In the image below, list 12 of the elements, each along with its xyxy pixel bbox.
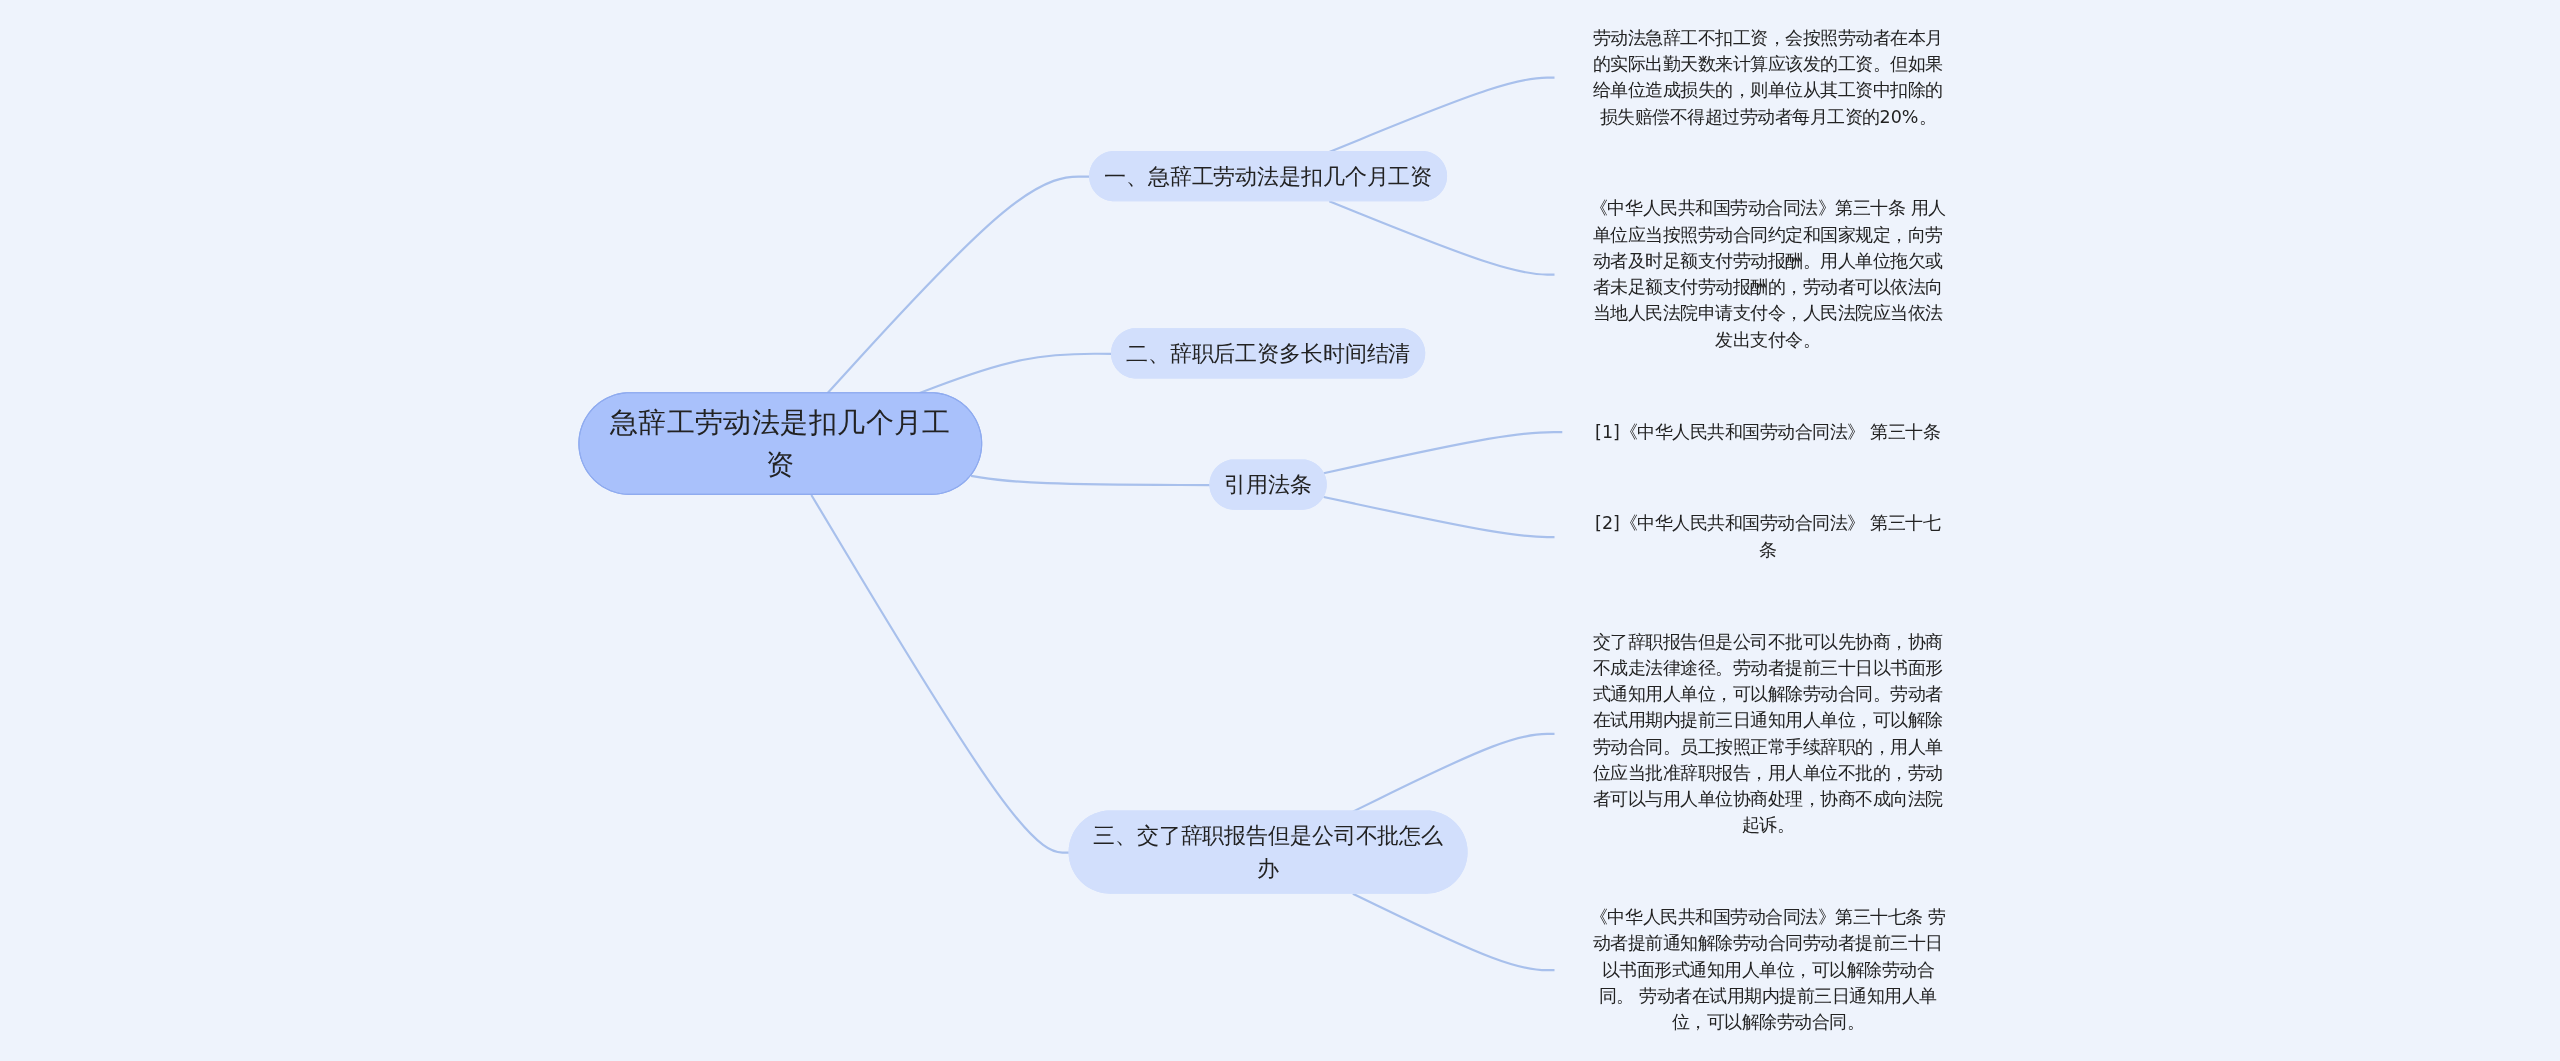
node-text: 劳动法急辞工不扣工资，会按照劳动者在本月的实际出勤天数来计算应该发的工资。但如果给单位造成损失的，则单位从其工资中扣除的损失赔偿不得超过劳动者每月工资的20%。 [1592,27,1943,127]
connector [1323,495,1555,539]
connector [1352,892,1555,972]
node-text: 交了辞职报告但是公司不批可以先协商，协商不成走法律途径。劳动者提前三十日以书面形式通知用人单位，可以解除劳动合同。劳动者在试用期内提前三日通知用人单位，可以解除劳动合同。员工按照正常手续辞职的，用人单位应当批准辞职报告，用人单位不批的，劳动者可以与用人单位协商处理，协商不成向法院起诉。 [1592,631,1943,836]
connector [1328,200,1555,276]
connector [1352,732,1555,813]
node-text: [2]《中华人民共和国劳动合同法》 第三十七条 [1595,513,1941,561]
node-text: 《中华人民共和国劳动合同法》第三十条 用人单位应当按照劳动合同约定和国家规定，向劳动者及时足额支付劳动报酬。用人单位拖欠或者未足额支付劳动报酬的，劳动者可以依法向当地人民法院申请支付令，人民法院应当依法发出支付令。 [1590,197,1946,351]
node-text: [1]《中华人民共和国劳动合同法》 第三十条 [1595,421,1941,442]
node-text: 《中华人民共和国劳动合同法》第三十七条 劳动者提前通知解除劳动合同劳动者提前三十日以书面形式通知用人单位，可以解除劳动合同。 劳动者在试用期内提前三日通知用人单位，可以解除劳动合同。 [1590,906,1946,1033]
connector [810,494,1070,854]
connector [1323,430,1563,475]
